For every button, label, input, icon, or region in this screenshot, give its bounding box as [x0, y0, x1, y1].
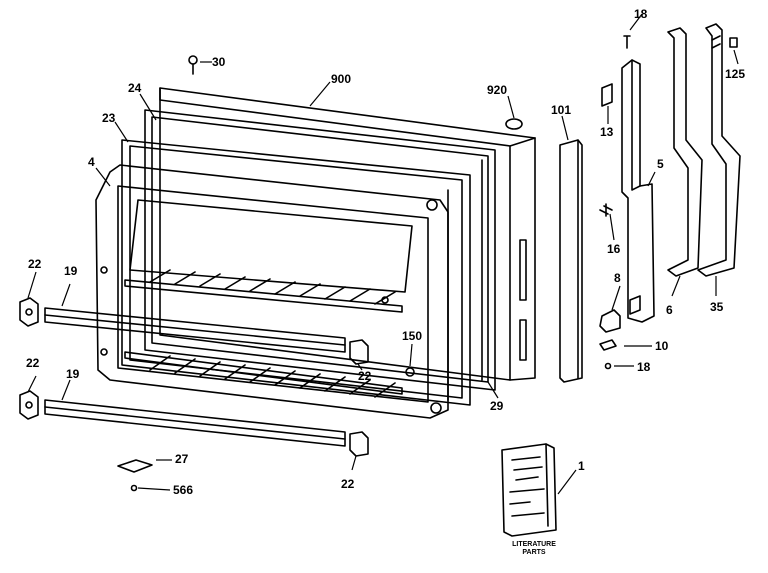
rack-end-cap-22-c — [19, 390, 39, 420]
callout-19-b: 19 — [66, 367, 80, 381]
rack-end-cap-22-d — [349, 431, 369, 457]
outer-door-panel-900 — [159, 87, 536, 381]
callout-6: 6 — [666, 303, 673, 317]
rack-end-cap-22-b — [349, 339, 369, 365]
callout-22-a: 22 — [28, 257, 42, 271]
callout-16: 16 — [607, 242, 621, 256]
callout-22-b: 22 — [358, 369, 372, 383]
screw-18-top — [623, 35, 631, 49]
callout-18-top: 18 — [634, 7, 648, 21]
plate-27 — [117, 459, 153, 473]
callout-10: 10 — [655, 339, 669, 353]
hinge-channel-5 — [621, 59, 655, 323]
callout-13: 13 — [600, 125, 614, 139]
clip-125 — [729, 37, 738, 48]
screw-16 — [599, 203, 613, 217]
callout-18-bottom: 18 — [637, 360, 651, 374]
door-liner-4 — [95, 164, 449, 419]
literature-label-line1: LITERATURE — [512, 541, 556, 548]
handle-arm-6 — [667, 27, 703, 277]
callout-35: 35 — [710, 300, 724, 314]
literature-label: LITERATURE PARTS — [502, 541, 566, 557]
callout-150: 150 — [402, 329, 423, 343]
callout-8: 8 — [614, 271, 621, 285]
callout-27: 27 — [175, 452, 189, 466]
screw-566 — [130, 484, 138, 492]
liner-frame-23 — [121, 139, 471, 406]
trim-strip-101 — [559, 139, 583, 383]
callout-5: 5 — [657, 157, 664, 171]
callout-1: 1 — [578, 459, 585, 473]
callout-22-d: 22 — [341, 477, 355, 491]
screw-18-bottom — [604, 362, 612, 370]
hinge-block-8 — [599, 309, 621, 333]
callout-30: 30 — [212, 55, 226, 69]
rack-end-cap-22-a — [19, 297, 39, 327]
callout-29: 29 — [490, 399, 504, 413]
callout-22-c: 22 — [26, 356, 40, 370]
callout-900: 900 — [331, 72, 352, 86]
callout-23: 23 — [102, 111, 116, 125]
callout-4: 4 — [88, 155, 95, 169]
literature-label-line2: PARTS — [522, 549, 546, 556]
plug-920 — [505, 118, 523, 130]
bracket-13 — [601, 83, 613, 107]
screw-150 — [405, 367, 415, 377]
callout-24: 24 — [128, 81, 142, 95]
callout-920: 920 — [487, 83, 508, 97]
callout-101: 101 — [551, 103, 572, 117]
door-rack-19-upper — [44, 307, 346, 353]
callout-566: 566 — [173, 483, 194, 497]
hinge-pin-10 — [599, 339, 617, 351]
callout-125: 125 — [725, 67, 746, 81]
door-gasket-24 — [144, 109, 496, 391]
door-rack-19-lower — [44, 399, 346, 447]
screw-30 — [188, 55, 198, 75]
callout-19-a: 19 — [64, 264, 78, 278]
literature-booklet-1 — [501, 443, 557, 537]
handle-arm-35 — [697, 23, 741, 277]
